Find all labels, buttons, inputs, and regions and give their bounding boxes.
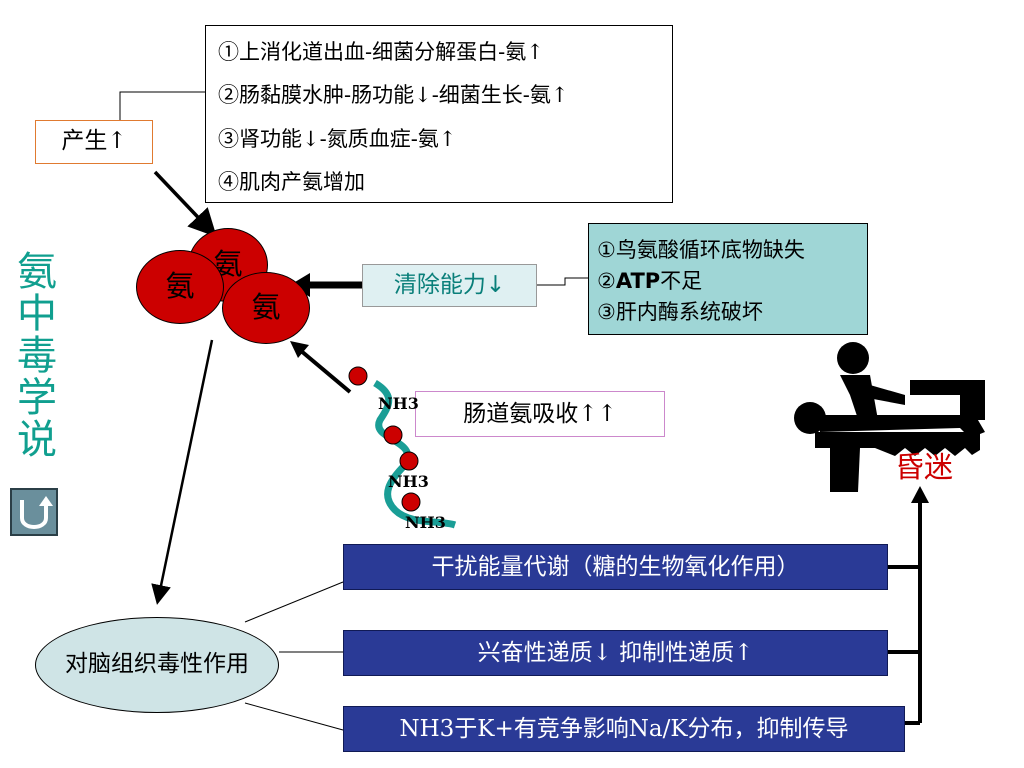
back-button[interactable] bbox=[10, 488, 58, 536]
gut-absorption-label: 肠道氨吸收↑↑ bbox=[415, 391, 665, 437]
clearance-item: ②ATP不足 bbox=[597, 269, 703, 293]
mechanism-bar: NH3于K+有竞争影响Na/K分布，抑制传导 bbox=[343, 706, 905, 752]
nh3-dot bbox=[383, 425, 403, 445]
mechanism-bar: 兴奋性递质↓ 抑制性递质↑ bbox=[343, 630, 888, 676]
coma-label: 昏迷 bbox=[895, 450, 954, 484]
production-item: ①上消化道出血-细菌分解蛋白-氨↑ bbox=[218, 40, 544, 64]
brain-effect-ellipse: 对脑组织毒性作用 bbox=[35, 617, 279, 713]
clearance-item: ③肝内酶系统破坏 bbox=[597, 300, 763, 324]
production-item: ②肠黏膜水肿-肠功能↓-细菌生长-氨↑ bbox=[218, 83, 569, 107]
nh3-label: NH3 bbox=[378, 394, 419, 413]
nh3-dot bbox=[348, 366, 368, 386]
nh3-label: NH3 bbox=[405, 513, 446, 532]
production-label: 产生↑ bbox=[35, 120, 153, 164]
page-title: 氨中毒学说 bbox=[10, 250, 56, 460]
production-item: ③肾功能↓-氮质血症-氨↑ bbox=[218, 127, 457, 151]
gut-arrow bbox=[298, 348, 352, 394]
mechanism-bar: 干扰能量代谢（糖的生物氧化作用） bbox=[343, 544, 888, 590]
production-arrow bbox=[153, 170, 217, 238]
production-item: ④肌肉产氨增加 bbox=[218, 170, 365, 194]
production-connector bbox=[119, 91, 205, 120]
coma-patient-icon bbox=[794, 342, 985, 492]
brain-arrow bbox=[151, 339, 214, 605]
clearance-box: ①鸟氨酸循环底物缺失 ②ATP不足 ③肝内酶系统破坏 bbox=[588, 223, 868, 335]
u-turn-icon bbox=[20, 496, 53, 529]
production-box: ①上消化道出血-细菌分解蛋白-氨↑ ②肠黏膜水肿-肠功能↓-细菌生长-氨↑ ③肾… bbox=[205, 25, 673, 203]
mech-line-3 bbox=[244, 702, 344, 731]
clearance-label: 清除能力↓ bbox=[362, 264, 537, 307]
nh3-dot bbox=[399, 451, 419, 471]
clearance-connector bbox=[537, 277, 588, 286]
nh3-label: NH3 bbox=[388, 472, 429, 491]
clearance-item: ①鸟氨酸循环底物缺失 bbox=[597, 238, 805, 262]
mech-line-1 bbox=[244, 581, 344, 623]
ammonia-circle: 氨 bbox=[222, 272, 310, 344]
ammonia-circle: 氨 bbox=[136, 250, 224, 324]
nh3-dot bbox=[401, 492, 421, 512]
